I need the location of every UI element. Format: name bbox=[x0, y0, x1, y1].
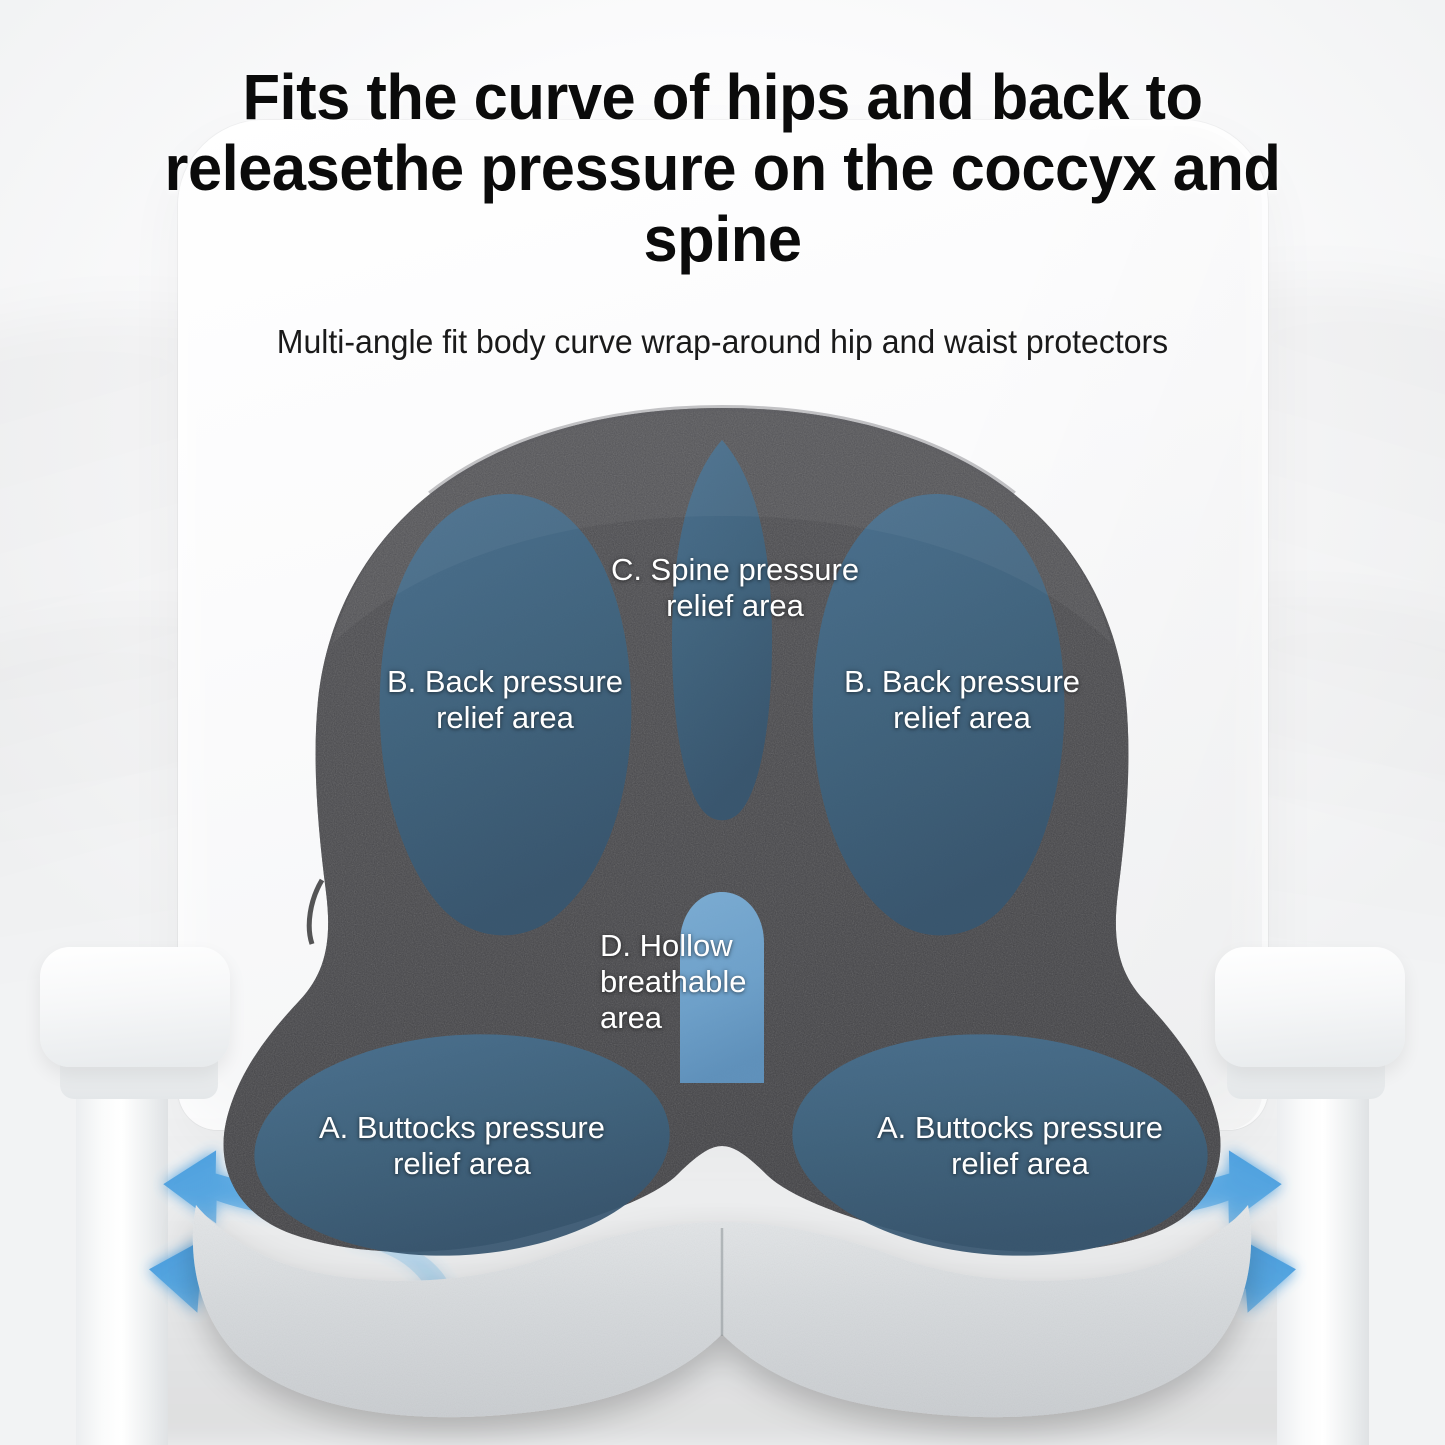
zone-shape-back-left bbox=[379, 494, 632, 936]
armrest-pad-left bbox=[40, 947, 230, 1067]
zone-shape-buttocks-right bbox=[792, 1034, 1208, 1256]
cushion-top-rim-highlight bbox=[428, 404, 1016, 497]
zone-shape-buttocks-left bbox=[254, 1034, 670, 1256]
page-subtitle: Multi-angle fit body curve wrap-around h… bbox=[276, 323, 1169, 360]
cushion-top-sheen bbox=[332, 408, 1112, 644]
zone-shape-spine bbox=[672, 440, 772, 821]
zone-shape-hollow bbox=[680, 892, 764, 1083]
chair-armrest-left bbox=[18, 925, 230, 1445]
armrest-pad-right bbox=[1215, 947, 1405, 1067]
cushion-waist-notch-left bbox=[306, 878, 325, 945]
zone-shape-back-right bbox=[812, 494, 1065, 936]
page-title: Fits the curve of hips and back to relea… bbox=[164, 61, 1281, 276]
chair-armrest-right bbox=[1215, 925, 1427, 1445]
